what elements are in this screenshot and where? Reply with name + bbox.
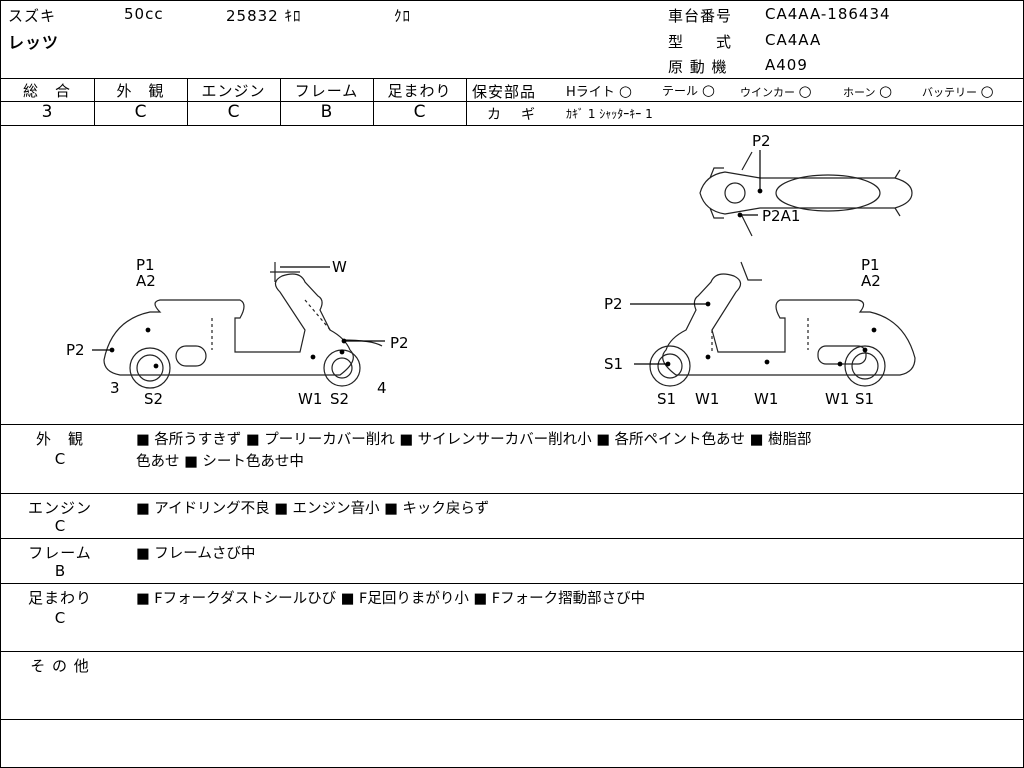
note-text-engine: ■ アイドリング不良 ■ エンジン音小 ■ キック戻らず bbox=[136, 501, 490, 517]
label-p2: P2 bbox=[66, 341, 85, 359]
score-header-suspension: 足まわり bbox=[387, 82, 452, 100]
key-label: カ ギ bbox=[487, 107, 538, 123]
score-engine: C bbox=[227, 102, 240, 122]
note-text-exterior-cont: 色あせ ■ シート色あせ中 bbox=[136, 454, 304, 470]
label-s1: S1 bbox=[604, 355, 623, 373]
divider bbox=[0, 78, 1024, 79]
score-total: 3 bbox=[41, 102, 53, 122]
key-value: ｶｷﾞ 1 ｼｬｯﾀｰｷｰ 1 bbox=[566, 107, 653, 121]
color: ｸﾛ bbox=[394, 7, 412, 25]
note-grade-frame: B bbox=[54, 562, 66, 580]
frame-no-label: 車台番号 bbox=[668, 7, 733, 25]
scooter-left-view bbox=[103, 262, 383, 389]
note-category-other: そ の 他 bbox=[30, 657, 90, 675]
safety-item-headlight: Hライト ○ bbox=[566, 82, 633, 100]
note-category-suspension: 足まわり bbox=[27, 589, 92, 607]
note-text-frame: ■ フレームさび中 bbox=[136, 546, 256, 562]
note-text-suspension: ■ Fフォークダストシールひび ■ F足回りまがり小 ■ Fフォーク摺動部さび中 bbox=[136, 591, 646, 607]
score-header-total: 総 合 bbox=[22, 82, 71, 100]
label-p2: P2 bbox=[604, 295, 623, 313]
displacement: 50cc bbox=[124, 5, 164, 23]
score-suspension: C bbox=[413, 102, 426, 122]
note-category-engine: エンジン bbox=[27, 499, 92, 517]
safety-label: 保安部品 bbox=[472, 83, 537, 101]
label-w1: W1 bbox=[298, 390, 322, 408]
label-s1: S1 bbox=[855, 390, 874, 408]
divider bbox=[0, 424, 1024, 425]
score-header-exterior: 外 観 bbox=[116, 82, 165, 100]
label-3: 3 bbox=[110, 379, 120, 397]
divider bbox=[0, 651, 1024, 652]
damage-diagram: W P1 A2 P2 P2 3 S2 W1 S2 4 P2 P2A1 P1 A2… bbox=[66, 132, 916, 408]
label-p2: P2 bbox=[752, 132, 771, 150]
label-p2: P2 bbox=[390, 334, 409, 352]
divider bbox=[0, 538, 1024, 539]
type-value: CA4AA bbox=[765, 31, 822, 49]
engine-value: A409 bbox=[765, 56, 808, 74]
divider bbox=[0, 493, 1024, 494]
engine-label: 原 動 機 bbox=[668, 58, 728, 76]
ok-mark: ○ bbox=[878, 82, 893, 100]
label-p2a1: P2A1 bbox=[762, 207, 800, 225]
label-p1: P1 bbox=[861, 256, 880, 274]
note-text-exterior: ■ 各所うすきず ■ プーリーカバー削れ ■ サイレンサーカバー削れ小 ■ 各所… bbox=[136, 432, 812, 448]
label-a2: A2 bbox=[136, 272, 156, 290]
note-category-frame: フレーム bbox=[28, 544, 92, 562]
safety-item-horn: ホーン ○ bbox=[843, 82, 893, 100]
divider bbox=[0, 583, 1024, 584]
mileage: 25832 ｷﾛ bbox=[226, 7, 302, 25]
divider bbox=[0, 125, 1024, 126]
label-w1: W1 bbox=[695, 390, 719, 408]
note-grade-exterior: C bbox=[54, 450, 66, 468]
frame-no: CA4AA-186434 bbox=[765, 5, 891, 23]
scooter-top-view bbox=[699, 151, 913, 237]
label-w1: W1 bbox=[754, 390, 778, 408]
ok-mark: ○ bbox=[618, 82, 633, 100]
ok-mark: ○ bbox=[798, 82, 812, 100]
label-w1: W1 bbox=[825, 390, 849, 408]
damage-markers bbox=[92, 150, 877, 369]
label-s2: S2 bbox=[144, 390, 163, 408]
ok-mark: ○ bbox=[980, 82, 994, 100]
score-header-frame: フレーム bbox=[294, 82, 359, 100]
divider bbox=[466, 101, 1022, 102]
divider bbox=[0, 719, 1024, 720]
note-grade-engine: C bbox=[54, 517, 66, 535]
label-s1: S1 bbox=[657, 390, 676, 408]
note-grade-suspension: C bbox=[54, 609, 66, 627]
label-s2: S2 bbox=[330, 390, 349, 408]
safety-item-tail: テール ○ bbox=[662, 81, 715, 99]
model-name: レッツ bbox=[8, 33, 60, 52]
score-header-engine: エンジン bbox=[201, 82, 266, 100]
label-a2: A2 bbox=[861, 272, 881, 290]
divider bbox=[0, 101, 466, 102]
score-exterior: C bbox=[134, 102, 147, 122]
label-4: 4 bbox=[377, 379, 387, 397]
safety-item-battery: バッテリー ○ bbox=[922, 82, 994, 100]
score-frame: B bbox=[320, 102, 333, 122]
label-p1: P1 bbox=[136, 256, 155, 274]
damage-labels: W P1 A2 P2 P2 3 S2 W1 S2 4 P2 P2A1 P1 A2… bbox=[66, 132, 881, 408]
ok-mark: ○ bbox=[701, 81, 715, 99]
maker: スズキ bbox=[8, 7, 57, 25]
label-w: W bbox=[332, 258, 347, 276]
note-category-exterior: 外 観 bbox=[35, 430, 84, 448]
type-label: 型 式 bbox=[668, 33, 733, 51]
safety-item-winker: ウインカー ○ bbox=[740, 82, 812, 100]
